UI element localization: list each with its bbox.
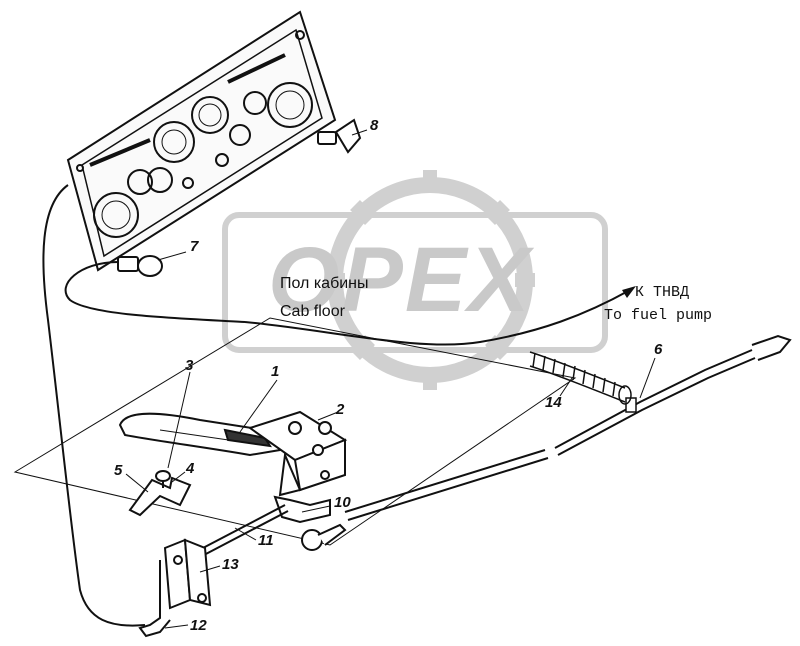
callout-4: 4	[186, 460, 195, 477]
instrument-panel	[66, 10, 337, 272]
callout-5: 5	[114, 462, 123, 479]
fuel-pump-label-ru: К ТНВД	[635, 284, 690, 301]
bracket-13	[138, 538, 212, 638]
fuel-pump-cable	[244, 289, 631, 346]
callout-7: 7	[190, 238, 199, 255]
spring-14	[529, 351, 632, 405]
callout-1: 1	[271, 363, 280, 380]
fuel-pump-label-en: To fuel pump	[604, 307, 713, 324]
watermark-logo	[222, 170, 608, 390]
callout-6: 6	[654, 341, 663, 358]
callout-8: 8	[370, 117, 379, 134]
callout-11: 11	[258, 532, 274, 549]
callout-3: 3	[185, 357, 194, 374]
wiring	[42, 184, 246, 627]
pedal-stop	[128, 470, 192, 517]
switch-8	[317, 118, 362, 154]
switch-7	[117, 255, 163, 277]
cab-floor-label-en: Cab floor	[280, 303, 345, 320]
lever-10	[273, 495, 347, 551]
callout-14: 14	[545, 394, 562, 411]
pedal-assembly	[118, 410, 348, 497]
fuel-pump-arrow	[622, 286, 636, 298]
rod-6	[344, 334, 792, 521]
callout-13: 13	[222, 556, 239, 573]
leader-lines	[125, 129, 656, 629]
cab-floor-label-ru: Пол кабины	[280, 275, 369, 292]
callout-10: 10	[334, 494, 351, 511]
watermark-text: OPEX	[268, 229, 532, 331]
callout-12: 12	[190, 617, 207, 634]
cab-floor-plane	[13, 317, 577, 546]
callout-2: 2	[336, 401, 345, 418]
